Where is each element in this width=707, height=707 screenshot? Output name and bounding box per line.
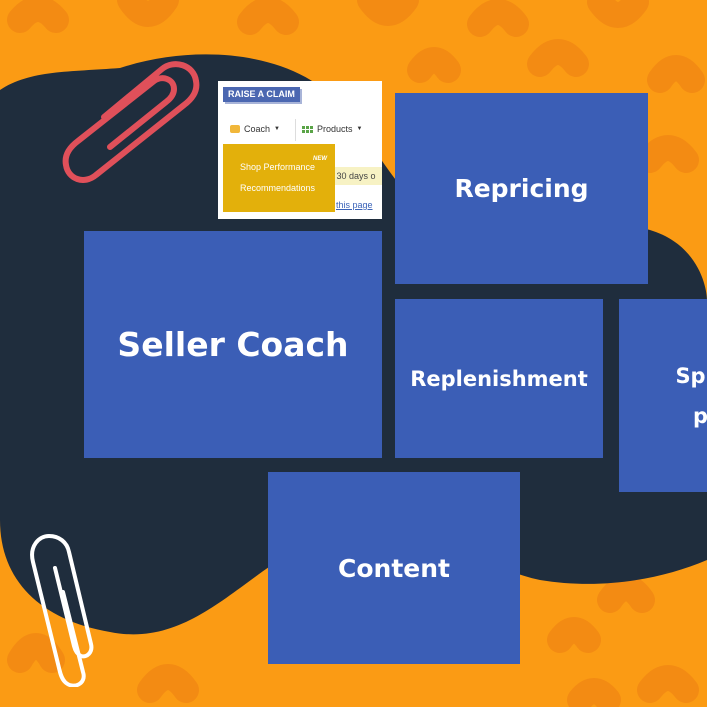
embedded-screenshot: RAISE A CLAIM Coach ▼ Products ▼ st 30 d… bbox=[218, 81, 382, 219]
tile-partial-line-1: Sp bbox=[675, 363, 706, 388]
chevron-down-icon: ▼ bbox=[356, 126, 363, 132]
menu-item-shop-performance[interactable]: Shop Performance bbox=[240, 162, 316, 172]
coach-menu-label: Coach bbox=[244, 124, 271, 134]
grid-icon bbox=[302, 125, 313, 133]
white-paperclip-icon bbox=[30, 534, 94, 687]
tile-replenishment: Replenishment bbox=[395, 299, 603, 458]
tile-repricing: Repricing bbox=[395, 93, 648, 284]
red-paperclip-icon bbox=[62, 61, 200, 183]
chevron-down-icon: ▼ bbox=[274, 126, 280, 132]
products-menu[interactable]: Products ▼ bbox=[302, 124, 362, 134]
raise-claim-button[interactable]: RAISE A CLAIM bbox=[223, 87, 300, 102]
menu-item-recommendations[interactable]: Recommendations bbox=[240, 183, 316, 193]
tile-content: Content bbox=[268, 472, 520, 664]
tile-partial-cutoff: Sp p bbox=[619, 299, 707, 492]
menu-divider bbox=[295, 119, 296, 141]
page-link[interactable]: this page bbox=[336, 200, 373, 210]
coach-icon bbox=[230, 125, 240, 133]
tile-seller-coach: Seller Coach bbox=[84, 231, 382, 458]
coach-menu[interactable]: Coach ▼ bbox=[230, 124, 280, 134]
new-badge: NEW bbox=[313, 156, 327, 162]
coach-dropdown-menu: Shop Performance NEW Recommendations bbox=[223, 144, 335, 212]
products-menu-label: Products bbox=[317, 124, 353, 134]
tile-partial-line-2: p bbox=[693, 403, 707, 428]
